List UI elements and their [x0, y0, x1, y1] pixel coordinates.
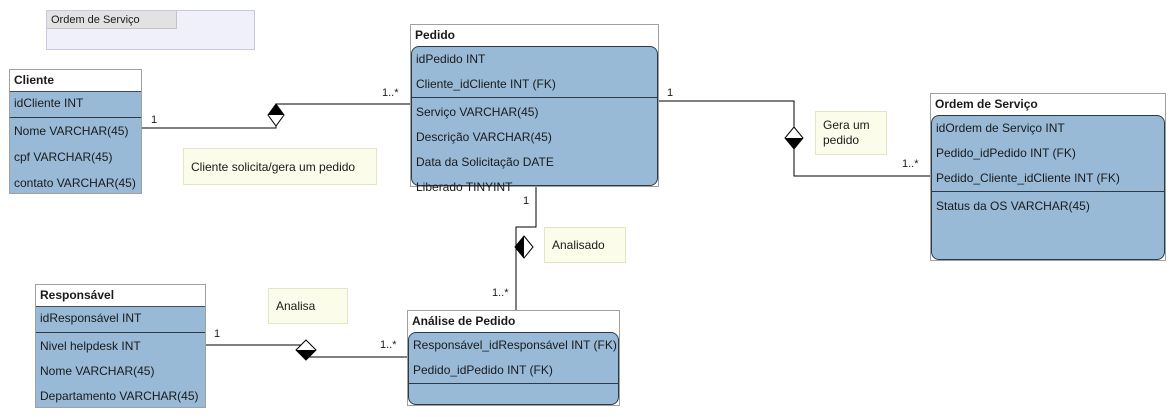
- attribute: contato VARCHAR(45): [14, 176, 136, 190]
- multiplicity-label: 1..*: [492, 287, 509, 299]
- diagram-title-box: Ordem de Serviço: [46, 10, 255, 50]
- multiplicity-label: 1: [667, 87, 674, 99]
- entity-pedido-body: idPedido INT Cliente_idCliente INT (FK) …: [411, 46, 658, 194]
- note-gera-pedido: Gera um pedido: [815, 111, 887, 155]
- entity-analise-pedido[interactable]: Análise de Pedido Responsável_idResponsá…: [407, 310, 620, 406]
- entity-cliente[interactable]: Cliente idCliente INT Nome VARCHAR(45) c…: [9, 69, 142, 194]
- entity-cliente-body: idCliente INT Nome VARCHAR(45) cpf VARCH…: [10, 91, 141, 193]
- separator: [10, 117, 141, 118]
- entity-analise-pedido-name: Análise de Pedido: [408, 311, 619, 331]
- attribute: idCliente INT: [14, 96, 84, 110]
- note-cliente-pedido: Cliente solicita/gera um pedido: [183, 148, 377, 185]
- attribute: Descrição VARCHAR(45): [416, 130, 552, 144]
- attribute: Liberado TINYINT: [416, 180, 513, 194]
- attribute: Departamento VARCHAR(45): [40, 389, 199, 403]
- attribute: Status da OS VARCHAR(45): [936, 199, 1090, 213]
- attribute: Nivel helpdesk INT: [40, 339, 141, 353]
- separator: [412, 97, 657, 98]
- entity-responsavel-name: Responsável: [36, 285, 205, 305]
- entity-ordem-servico[interactable]: Ordem de Serviço idOrdem de Serviço INT …: [930, 93, 1166, 261]
- attribute: Pedido_idPedido INT (FK): [413, 363, 553, 377]
- multiplicity-label: 1: [151, 114, 158, 126]
- entity-ordem-servico-body: idOrdem de Serviço INT Pedido_idPedido I…: [931, 115, 1165, 260]
- multiplicity-label: 1..*: [382, 87, 399, 99]
- attribute: idPedido INT: [416, 52, 486, 66]
- separator: [409, 383, 618, 384]
- separator: [36, 332, 205, 333]
- attribute: Nome VARCHAR(45): [14, 124, 129, 138]
- diagram-title: Ordem de Serviço: [47, 11, 177, 29]
- pedido-analise-diamond: [514, 235, 534, 259]
- attribute: Pedido_Cliente_idCliente INT (FK): [936, 171, 1120, 185]
- separator: [932, 191, 1164, 192]
- attribute: idResponsável INT: [40, 311, 142, 325]
- pedido-analise-line: [515, 187, 537, 310]
- attribute: Nome VARCHAR(45): [40, 364, 155, 378]
- pedido-ordem-diamond: [784, 126, 804, 150]
- attribute: Responsável_idResponsável INT (FK): [413, 338, 617, 352]
- entity-ordem-servico-name: Ordem de Serviço: [931, 94, 1165, 114]
- attribute: Pedido_idPedido INT (FK): [936, 146, 1076, 160]
- note-analisa: Analisa: [268, 288, 348, 324]
- attribute: cpf VARCHAR(45): [14, 150, 113, 164]
- entity-analise-pedido-body: Responsável_idResponsável INT (FK) Pedid…: [408, 332, 619, 405]
- attribute: Data da Solicitação DATE: [416, 155, 554, 169]
- attribute: Serviço VARCHAR(45): [416, 105, 539, 119]
- entity-pedido[interactable]: Pedido idPedido INT Cliente_idCliente IN…: [410, 24, 659, 194]
- cliente-pedido-diamond: [267, 103, 285, 127]
- entity-responsavel[interactable]: Responsável idResponsável INT Nivel help…: [35, 284, 206, 408]
- multiplicity-label: 1..*: [380, 339, 397, 351]
- attribute: idOrdem de Serviço INT: [936, 121, 1065, 135]
- entity-responsavel-body: idResponsável INT Nivel helpdesk INT Nom…: [36, 306, 205, 407]
- entity-cliente-name: Cliente: [10, 70, 141, 90]
- responsavel-analise-diamond: [295, 339, 317, 361]
- entity-pedido-name: Pedido: [411, 25, 658, 45]
- multiplicity-label: 1: [523, 195, 530, 207]
- multiplicity-label: 1: [214, 328, 221, 340]
- note-analisado: Analisado: [544, 227, 626, 263]
- attribute: Cliente_idCliente INT (FK): [416, 77, 556, 91]
- multiplicity-label: 1..*: [902, 158, 919, 170]
